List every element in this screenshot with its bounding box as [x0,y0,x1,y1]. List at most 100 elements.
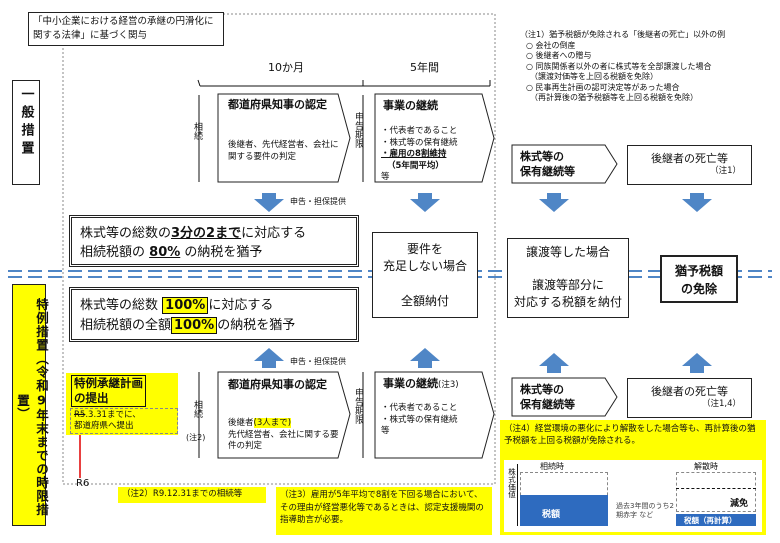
arrow-down-1 [254,193,284,212]
mini-arrow-label: 過去3年間のうち2期赤字 など [616,502,674,519]
filing-label-top: 申告・担保提供 [290,197,346,206]
cont-title-top: 事業の継続 [383,99,438,112]
mini-left-bar [520,495,608,526]
gov-body-bottom-hl: (3人まで) [253,418,292,428]
mini-exempt-label: 減免 [730,499,749,509]
summary-top-line-2: 相続税額の 80% の納税を猶予 [80,245,263,260]
plan-body: R5.3.31までに、 都道府県へ提出 [70,408,178,434]
death-label-top: 後継者の死亡等 [651,152,728,165]
law-basis-text: 「中小企業における経営の承継の円滑化に関する法律」に基づく関与 [33,16,214,41]
plan-old-date: R5 [74,410,86,420]
cont-note-bottom: (注3) [438,380,459,390]
report-label-bottom: 申告期限 [353,388,363,424]
transfer-line-2: 譲渡等部分に [531,278,604,292]
cont-item-top-5: 等 [381,172,390,182]
law-frame [62,13,496,485]
gov-title-top: 都道府県知事の認定 [228,98,327,111]
inherit-label-bottom: 相続 [192,400,202,418]
mini-right-bar [676,514,756,526]
hold-label-top: 株式等の 保有継続等 [520,149,575,179]
note1-item-5: ○ 民事再生計画の認可決定等があった場合 [526,82,680,92]
gov-title-bottom: 都道府県知事の認定 [228,378,327,391]
filing-label-bottom: 申告・担保提供 [290,357,346,366]
note1-item-1: ○ 会社の倒産 [526,40,576,50]
hold-chevron-top [511,144,618,184]
death-note-bottom: （注1,4） [701,399,741,409]
plan-box: 特例承継計画 の提出 R5.3.31までに、 都道府県へ提出 [66,373,178,435]
hold-top-2: 保有継続等 [520,165,575,178]
report-label-top: 申告期限 [353,112,363,148]
tokurei-label-box: 特例措置（令和9年末までの時限措置） [12,284,49,526]
transfer-line-1: 譲渡等した場合 [525,245,610,259]
arrow-up-3 [539,353,569,373]
arrow-up-1 [254,348,284,368]
exempt-line-1: 猶予税額 [674,264,723,278]
plan-title-1: 特例承継計画 [74,376,143,390]
label-5-years: 5年間 [410,61,439,74]
fail-line-2: 充足しない場合 [382,259,467,273]
mini-recalc-label: 税額（再計算） [684,516,737,525]
hold-top-1: 株式等の [520,150,564,163]
mini-right-label: 解散時 [694,462,718,471]
exempt-box: 猶予税額 の免除 [660,255,738,303]
fail-line-3: 全額納付 [400,294,449,308]
law-basis-box: 「中小企業における経営の承継の円滑化に関する法律」に基づく関与 [28,12,224,46]
cont-item-bottom-1: ・代表者であること [381,403,458,413]
tokurei-label: 特例措置（令和9年末までの時限措置） [15,297,49,517]
arrow-up-2 [410,348,440,368]
ippan-label-box: 一般措置 [12,80,40,185]
mini-right-frame [676,472,756,512]
gov-body-bottom-b: 先代経営者、会社に関する要件の判定 [228,429,339,452]
transfer-box: 譲渡等した場合 譲渡等部分に 対応する税額を納付 [507,238,629,318]
note1-block: （注1）猶予税額が免除される「後継者の死亡」以外の例 ○ 会社の倒産 ○ 後継者… [520,30,778,104]
r6-label: R6 [76,478,90,489]
ippan-label: 一般措置 [18,87,34,159]
cont-list-top: ・代表者であること ・株式等の保有継続 ・雇用の8割維持 （5年間平均） 等 [381,126,486,184]
hold-bottom-1: 株式等の [520,383,564,396]
gov-chevron-top [217,93,351,183]
mini-tax-label: 税額 [542,510,561,520]
inherit-note-bottom: (注2) [186,433,206,442]
cont-item-top-1: ・代表者であること [381,126,458,136]
arrow-up-4 [682,353,712,373]
mini-yaxis: 株式価値 [507,468,517,498]
cont-item-top-4: （5年間平均） [387,160,444,171]
cont-item-bottom-3: 等 [381,426,390,436]
gov-body-bottom-a: 後継者 [228,418,254,428]
mini-left-label: 相続時 [540,462,564,471]
arrow-down-4 [682,193,712,212]
summary-top-line-1: 株式等の総数の3分の2までに対応する [80,226,307,241]
note3-box: （注3）雇用が5年平均で8割を下回る場合において、その理由が経営悪化等であるとき… [276,487,492,535]
gov-body-top: 後継者、先代経営者、会社に関する要件の判定 [228,140,339,162]
cont-title-bottom: 事業の継続(注3) [383,378,459,392]
note4-text: （注4）経営環境の悪化により解散をした場合等も、再計算後の猶予税額を上回る税額が… [504,424,756,446]
note1-item-6: （再計算後の猶予税額等を上回る税額を免除） [526,93,698,102]
arrow-down-3 [539,193,569,212]
death-box-bottom: 後継者の死亡等 （注1,4） [627,378,752,418]
death-note-top: （注1） [710,166,741,176]
note2-box: （注2）R9.12.31までの相続等 [118,487,266,503]
summary-bottom-line-1: 株式等の総数 100%に対応する [80,297,274,314]
cont-chevron-top [374,93,495,183]
summary-box-top: 株式等の総数の3分の2までに対応する 相続税額の 80% の納税を猶予 [69,215,359,267]
exempt-line-2: の免除 [680,282,717,296]
cont-item-top-2: ・株式等の保有継続 [381,137,458,148]
note1-title: （注1）猶予税額が免除される「後継者の死亡」以外の例 [520,30,726,39]
cont-title-bottom-text: 事業の継続 [383,377,438,390]
inherit-label-top: 相続 [192,122,202,140]
hold-label-bottom: 株式等の 保有継続等 [520,382,575,412]
note1-item-3: ○ 同族関係者以外の者に株式等を全部譲渡した場合 [526,61,712,71]
fail-box: 要件を 充足しない場合 全額納付 [372,232,478,318]
gov-chevron-bottom [217,371,351,459]
note1-item-4: （譲渡対価等を上回る税額を免除） [526,72,658,81]
transfer-line-3: 対応する税額を納付 [513,295,622,309]
fail-line-1: 要件を [406,242,443,256]
death-box-top: 後継者の死亡等 （注1） [627,145,752,185]
hold-chevron-bottom [511,377,618,417]
note1-item-2: ○ 後継者への贈与 [526,51,592,60]
cont-list-bottom: ・代表者であること ・株式等の保有継続 等 [381,403,486,438]
plan-title: 特例承継計画 の提出 [71,375,146,407]
hold-bottom-2: 保有継続等 [520,398,575,411]
